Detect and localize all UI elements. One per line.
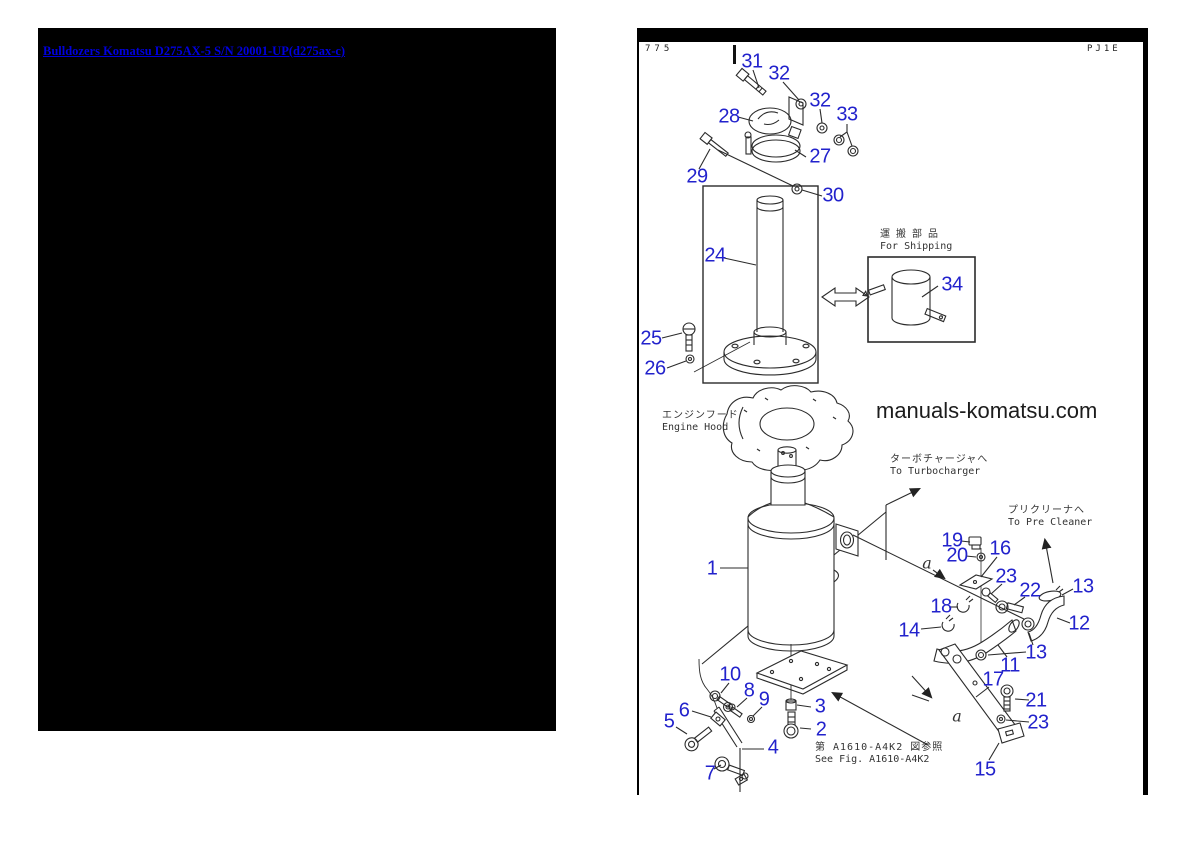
part-callout-20[interactable]: 20 <box>946 544 968 567</box>
part-callout-8[interactable]: 8 <box>743 679 755 702</box>
mounting-plate <box>755 644 929 746</box>
text-leaders <box>885 488 1054 584</box>
part-callout-3[interactable]: 3 <box>814 695 826 718</box>
rain-cap-assembly <box>698 67 859 197</box>
ref-letter-a: a <box>922 553 932 573</box>
part-callout-17[interactable]: 17 <box>982 668 1004 691</box>
part-callout-32[interactable]: 32 <box>809 89 831 112</box>
part-callout-21[interactable]: 21 <box>1025 689 1047 712</box>
part-callout-23[interactable]: 23 <box>1027 711 1049 734</box>
part-callout-26[interactable]: 26 <box>644 357 666 380</box>
part-callout-9[interactable]: 9 <box>758 688 770 711</box>
part-callout-16[interactable]: 16 <box>989 537 1011 560</box>
part-callout-23[interactable]: 23 <box>995 565 1017 588</box>
part-callout-24[interactable]: 24 <box>704 244 726 267</box>
part-callout-25[interactable]: 25 <box>640 327 662 350</box>
part-callout-18[interactable]: 18 <box>930 595 952 618</box>
part-callout-11[interactable]: 11 <box>1000 654 1020 677</box>
parts-diagram-page <box>637 28 1148 795</box>
part-callout-22[interactable]: 22 <box>1019 579 1041 602</box>
part-callout-10[interactable]: 10 <box>719 663 741 686</box>
shipping-box <box>821 256 976 343</box>
part-callout-19[interactable]: 19 <box>941 529 963 552</box>
part-callout-30[interactable]: 30 <box>822 184 844 207</box>
part-callout-13[interactable]: 13 <box>1072 575 1094 598</box>
part-callout-5[interactable]: 5 <box>663 710 675 733</box>
ref-letter-a: a <box>952 706 962 726</box>
part-callout-13[interactable]: 13 <box>1025 641 1047 664</box>
exhaust-stack <box>661 185 819 384</box>
part-callout-27[interactable]: 27 <box>809 145 831 168</box>
drain-pipe-cluster <box>675 658 764 792</box>
part-callout-2[interactable]: 2 <box>815 718 827 741</box>
part-callout-33[interactable]: 33 <box>836 103 858 126</box>
page-code: PJ1E <box>1087 44 1121 54</box>
page-number: 775 <box>645 44 674 54</box>
part-callout-32[interactable]: 32 <box>768 62 790 85</box>
part-callout-14[interactable]: 14 <box>898 619 920 642</box>
support-bracket <box>911 643 1030 761</box>
part-callout-1[interactable]: 1 <box>706 557 718 580</box>
part-callout-34[interactable]: 34 <box>941 273 963 296</box>
part-callout-6[interactable]: 6 <box>678 699 690 722</box>
part-callout-29[interactable]: 29 <box>686 165 708 188</box>
part-callout-15[interactable]: 15 <box>974 758 996 781</box>
muffler <box>720 446 859 652</box>
part-callout-28[interactable]: 28 <box>718 105 740 128</box>
engine-hood <box>722 385 854 471</box>
part-callout-4[interactable]: 4 <box>767 736 779 759</box>
model-link[interactable]: Bulldozers Komatsu D275AX-5 S/N 20001-UP… <box>43 44 346 58</box>
part-callout-12[interactable]: 12 <box>1068 612 1090 635</box>
watermark: manuals-komatsu.com <box>876 398 1098 423</box>
page-tick <box>733 45 736 64</box>
page-top-bar <box>639 28 1143 42</box>
left-black-panel: Bulldozers Komatsu D275AX-5 S/N 20001-UP… <box>38 28 556 731</box>
part-callout-31[interactable]: 31 <box>741 50 763 73</box>
part-callout-7[interactable]: 7 <box>704 762 716 785</box>
